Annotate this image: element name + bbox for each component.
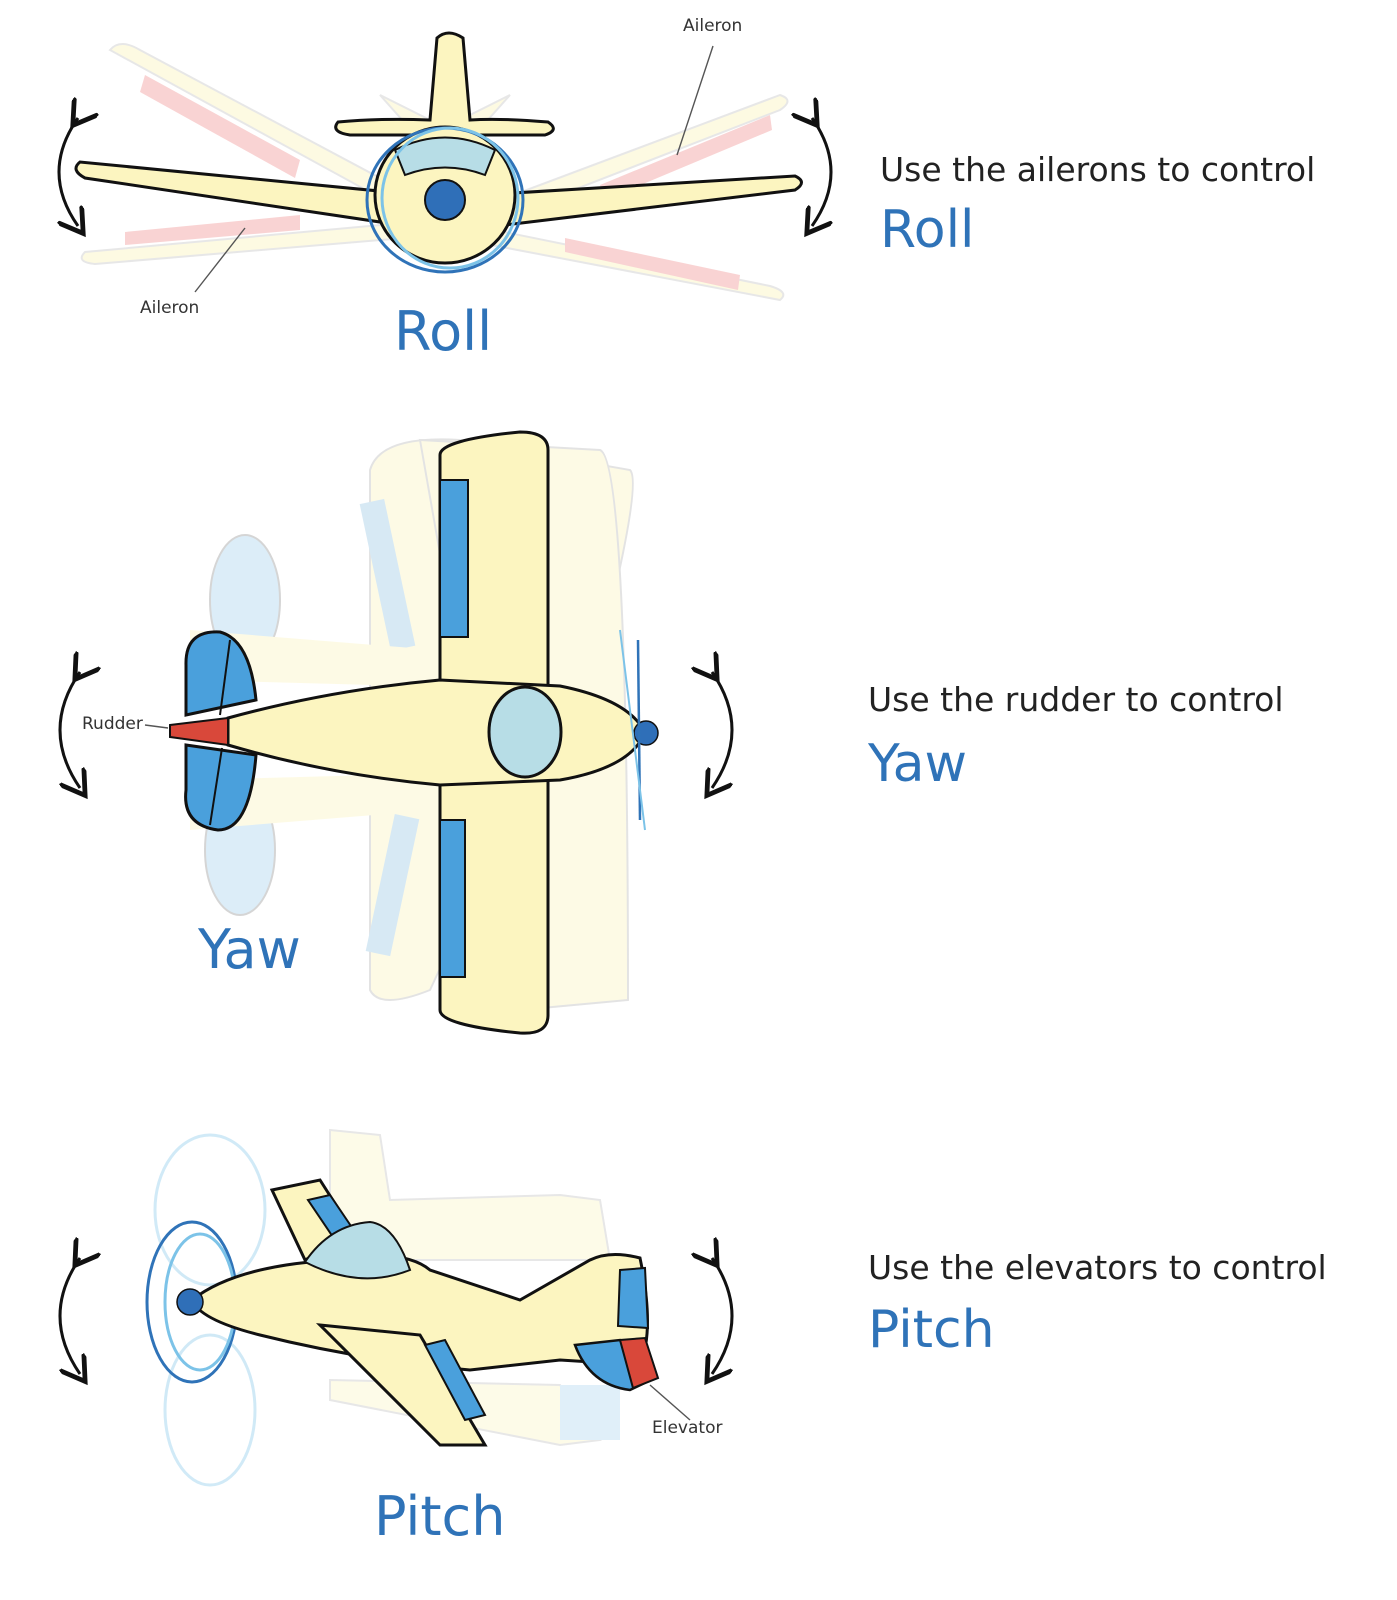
roll-diagram xyxy=(59,31,831,302)
roll-key-term: Roll xyxy=(880,200,975,260)
aileron-label-bottom: Aileron xyxy=(140,298,200,318)
rudder-surface xyxy=(169,716,229,747)
rudder-label: Rudder xyxy=(82,714,143,734)
yaw-diagram xyxy=(58,430,734,1035)
roll-title: Roll xyxy=(394,300,493,363)
elevator-label: Elevator xyxy=(652,1418,723,1438)
yaw-key-term: Yaw xyxy=(868,734,967,794)
roll-tail xyxy=(334,31,555,137)
pitch-diagram xyxy=(58,1128,734,1487)
pitch-title: Pitch xyxy=(374,1485,506,1548)
pitch-description: Use the elevators to control xyxy=(868,1248,1327,1287)
pitch-key-term: Pitch xyxy=(868,1300,995,1360)
roll-description: Use the ailerons to control xyxy=(880,150,1316,189)
aileron-label-top: Aileron xyxy=(683,16,743,36)
yaw-description: Use the rudder to control xyxy=(868,680,1284,719)
yaw-title: Yaw xyxy=(198,918,301,981)
yaw-fuselage xyxy=(226,678,647,787)
